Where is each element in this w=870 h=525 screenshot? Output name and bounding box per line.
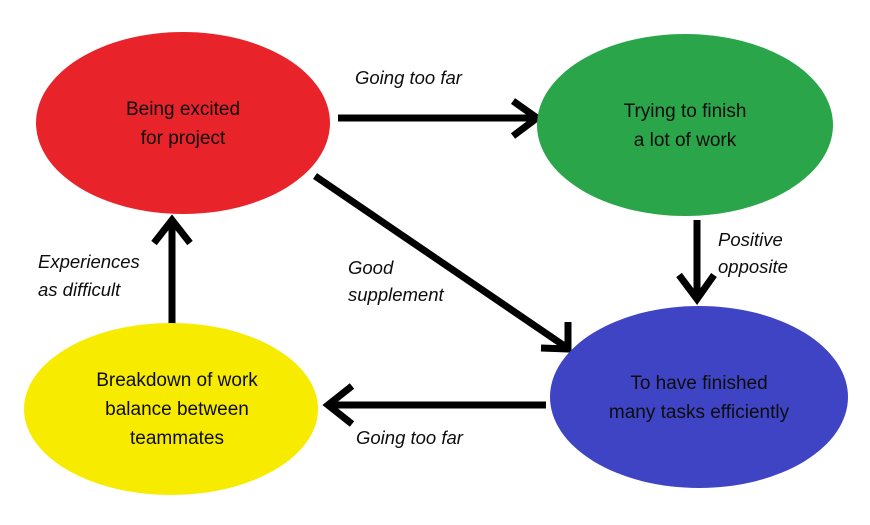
edge-breakdown-to-excited[interactable] xyxy=(151,214,193,327)
node-label-excited-line2: for project xyxy=(141,128,226,149)
arrowhead-diagonal xyxy=(540,322,572,353)
edge-label-experiences-as-difficult-line2: as difficult xyxy=(38,279,121,300)
edge-finished-tasks-to-breakdown[interactable] xyxy=(322,383,546,427)
node-shape-ellipse-blue xyxy=(550,306,848,488)
node-breakdown-of-work-balance-between-teammates[interactable]: Breakdown of work balance between teamma… xyxy=(24,323,318,495)
edge-label-good-supplement-line1: Good xyxy=(348,257,394,278)
arrowhead-up xyxy=(151,214,193,246)
node-label-breakdown-line1: Breakdown of work xyxy=(96,370,258,391)
node-label-breakdown-line2: balance between xyxy=(105,399,249,420)
node-being-excited-for-project[interactable]: Being excited for project xyxy=(36,32,330,214)
edge-label-good-supplement-line2: supplement xyxy=(348,284,445,305)
node-label-breakdown-line3: teammates xyxy=(130,428,224,449)
node-label-excited-line1: Being excited xyxy=(126,99,240,120)
node-label-finished-tasks-line2: many tasks efficiently xyxy=(609,402,790,423)
edge-finish-work-to-finished-tasks[interactable] xyxy=(676,220,717,305)
arrowhead-right-top xyxy=(510,98,543,139)
edge-label-experiences-as-difficult-line1: Experiences xyxy=(38,251,140,272)
node-shape-ellipse-red xyxy=(36,32,330,214)
arrowhead-down xyxy=(676,272,717,305)
node-label-finish-work-line1: Trying to finish xyxy=(624,101,747,122)
arrowhead-left xyxy=(322,383,355,427)
node-shape-ellipse-green xyxy=(537,34,833,216)
node-label-finished-tasks-line1: To have finished xyxy=(630,373,767,394)
node-shape-ellipse-yellow xyxy=(24,323,318,495)
edge-label-going-too-far-bottom: Going too far xyxy=(356,427,464,448)
edge-excited-to-finish-work[interactable] xyxy=(338,98,543,139)
node-to-have-finished-many-tasks-efficiently[interactable]: To have finished many tasks efficiently xyxy=(550,306,848,488)
edge-line-good-supplement xyxy=(313,173,568,350)
node-label-finish-work-line2: a lot of work xyxy=(634,130,737,151)
node-trying-to-finish-a-lot-of-work[interactable]: Trying to finish a lot of work xyxy=(537,34,833,216)
edge-label-positive-opposite-line1: Positive xyxy=(718,229,783,250)
edge-label-positive-opposite-line2: opposite xyxy=(718,256,788,277)
edge-excited-to-finished-tasks[interactable] xyxy=(313,173,572,353)
edge-label-going-too-far-top: Going too far xyxy=(355,67,463,88)
